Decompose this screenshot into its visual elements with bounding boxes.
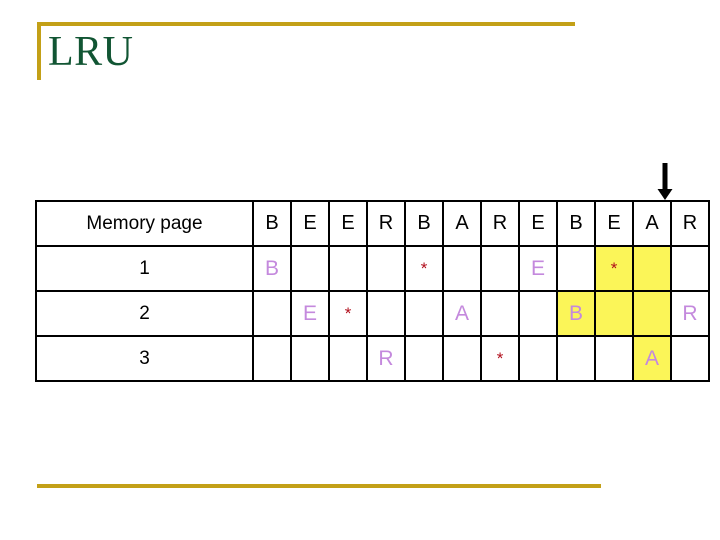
empty-cell bbox=[404, 290, 444, 337]
slide-left-rule bbox=[37, 22, 41, 80]
empty-cell bbox=[632, 245, 672, 292]
ref-header-cell: A bbox=[632, 200, 672, 247]
empty-cell bbox=[670, 335, 710, 382]
page-title: LRU bbox=[48, 29, 134, 75]
table-row: 3 R * A bbox=[35, 335, 710, 382]
frame-label: 3 bbox=[35, 335, 254, 382]
empty-cell bbox=[518, 290, 558, 337]
empty-cell bbox=[328, 245, 368, 292]
page-cell: E bbox=[290, 290, 330, 337]
empty-cell bbox=[290, 335, 330, 382]
ref-header-cell: E bbox=[518, 200, 558, 247]
empty-cell bbox=[594, 290, 634, 337]
page-cell: R bbox=[366, 335, 406, 382]
fault-marker-cell: * bbox=[594, 245, 634, 292]
ref-header-cell: R bbox=[366, 200, 406, 247]
ref-header-cell: R bbox=[480, 200, 520, 247]
slide-bottom-rule bbox=[37, 484, 601, 488]
fault-marker-cell: * bbox=[404, 245, 444, 292]
empty-cell bbox=[594, 335, 634, 382]
empty-cell bbox=[556, 335, 596, 382]
empty-cell bbox=[290, 245, 330, 292]
fault-marker-cell: * bbox=[480, 335, 520, 382]
empty-cell bbox=[404, 335, 444, 382]
empty-cell bbox=[328, 335, 368, 382]
frame-label: 2 bbox=[35, 290, 254, 337]
ref-header-cell: E bbox=[594, 200, 634, 247]
memory-page-header: Memory page bbox=[35, 200, 254, 247]
ref-header-cell: B bbox=[404, 200, 444, 247]
empty-cell bbox=[252, 335, 292, 382]
empty-cell bbox=[442, 335, 482, 382]
empty-cell bbox=[366, 290, 406, 337]
ref-header-cell: E bbox=[290, 200, 330, 247]
empty-cell bbox=[518, 335, 558, 382]
ref-header-cell: B bbox=[556, 200, 596, 247]
table-header-row: Memory page B E E R B A R E B E A R bbox=[35, 200, 710, 247]
empty-cell bbox=[670, 245, 710, 292]
empty-cell bbox=[366, 245, 406, 292]
page-cell: R bbox=[670, 290, 710, 337]
down-arrow-icon bbox=[657, 163, 673, 200]
ref-header-cell: R bbox=[670, 200, 710, 247]
fault-marker-cell: * bbox=[328, 290, 368, 337]
empty-cell bbox=[480, 290, 520, 337]
empty-cell bbox=[480, 245, 520, 292]
empty-cell bbox=[632, 290, 672, 337]
empty-cell bbox=[556, 245, 596, 292]
ref-header-cell: B bbox=[252, 200, 292, 247]
empty-cell bbox=[252, 290, 292, 337]
slide-top-rule bbox=[37, 22, 575, 26]
ref-header-cell: A bbox=[442, 200, 482, 247]
table-head: Memory page B E E R B A R E B E A R bbox=[35, 200, 710, 247]
ref-header-cell: E bbox=[328, 200, 368, 247]
page-cell: E bbox=[518, 245, 558, 292]
page-cell: B bbox=[556, 290, 596, 337]
frame-label: 1 bbox=[35, 245, 254, 292]
empty-cell bbox=[442, 245, 482, 292]
page-cell: A bbox=[442, 290, 482, 337]
page-cell: A bbox=[632, 335, 672, 382]
page-cell: B bbox=[252, 245, 292, 292]
